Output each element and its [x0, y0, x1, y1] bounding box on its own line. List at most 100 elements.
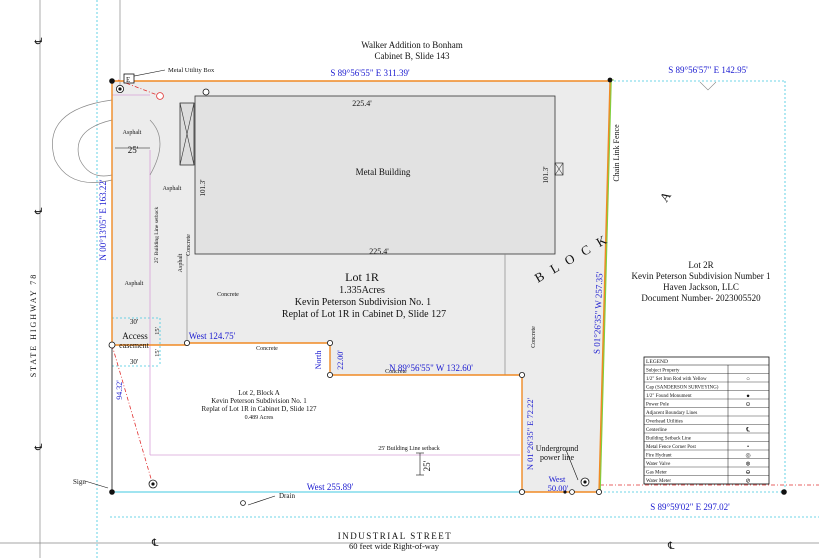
- building-right-dimension: 101.3': [542, 166, 550, 183]
- legend-item-label: Overhead Utilities: [646, 420, 683, 425]
- dim-30-a: 30': [130, 318, 138, 326]
- concrete-label-1: Concrete: [186, 234, 192, 256]
- building-setback-lines: [112, 94, 520, 456]
- legend-item-label: Subject Property: [646, 369, 680, 374]
- legend-item-label: Centerline: [646, 428, 668, 433]
- centerline-icon: ℄: [667, 541, 675, 552]
- legend-item-symbol-icon: ⊗: [745, 462, 750, 468]
- ne-boundary-bearing: S 89°56'57" E 142.95': [668, 65, 748, 75]
- north-22-label: North: [314, 351, 323, 370]
- legend-item-label: Fire Hydrant: [646, 454, 672, 459]
- lot-2-line4: 0.489 Acres: [245, 415, 274, 421]
- centerline-icon: ℄: [34, 207, 45, 215]
- dim-25-top: 25': [128, 145, 139, 155]
- building-bottom-dimension: 225.4': [369, 247, 389, 256]
- metal-utility-box-icon: [123, 73, 135, 84]
- dim-15-a: 15': [154, 327, 161, 335]
- dim-25-bottom: 25': [422, 460, 432, 471]
- utility-box-letter: E: [126, 76, 130, 84]
- underground-line1: Underground: [536, 444, 579, 453]
- lot-1r-area: 1.335Acres: [339, 285, 385, 296]
- west-124-bearing: West 124.75': [189, 331, 236, 341]
- west-boundary-bearing: N 00°13'05" E 163.22': [98, 179, 108, 260]
- chevron-mark-icon: [699, 81, 717, 91]
- n89-bearing: N 89°56'55" W 132.60': [389, 363, 473, 373]
- centerline-icon: ℄: [151, 538, 159, 549]
- set-iron-rods: [108, 339, 603, 495]
- legend-item-label: Adjacent Boundary Lines: [646, 411, 697, 416]
- legend-item-label: Metal Fence Corner Post: [646, 445, 696, 450]
- lot-2r-subdivision: Kevin Peterson Subdivision Number 1: [632, 271, 771, 281]
- access-easement-line2: easement: [119, 341, 150, 350]
- chain-link-fence-line: [599, 79, 612, 493]
- overhead-utility-lines: [111, 79, 819, 486]
- legend-item-label: 1/2" Set Iron Rod with Yellow: [646, 377, 707, 382]
- concrete-label-3: Concrete: [256, 346, 278, 352]
- west-255-bearing: West 255.89': [307, 482, 354, 492]
- lot-1r-replat: Replat of Lot 1R in Cabinet D, Slide 127: [282, 309, 446, 320]
- right-of-way-label: 60 feet wide Right-of-way: [349, 541, 440, 551]
- asphalt-label-1: Asphalt: [123, 130, 142, 136]
- sw-dimension: 94.32': [115, 380, 124, 400]
- centerline-icon: ℄: [34, 37, 45, 45]
- legend-item-label: Cap (SANDERSON SURVEYING): [646, 386, 719, 391]
- industrial-street-label: INDUSTRIAL STREET: [338, 531, 452, 541]
- lot-2-line1: Lot 2, Block A: [238, 389, 280, 397]
- legend-item-symbol-icon: •: [747, 445, 749, 451]
- metal-utility-box-label: Metal Utility Box: [168, 67, 215, 74]
- lot-2r-owner: Haven Jackson, LLC: [663, 282, 739, 292]
- legend-item-symbol-icon: ◎: [745, 453, 750, 459]
- legend-item-symbol-icon: ●: [746, 394, 750, 400]
- legend-item-symbol-icon: ○: [746, 377, 750, 383]
- legend-item-label: 1/2" Found Monument: [646, 394, 692, 399]
- found-monuments: [109, 77, 787, 495]
- legend-item-label: Water Valve: [646, 462, 671, 467]
- building-top-dimension: 225.4': [352, 99, 372, 108]
- lot-2r-document: Document Number- 2023005520: [641, 293, 761, 303]
- dim-30-b: 30': [130, 358, 138, 366]
- west-50-value: 50.00': [548, 483, 569, 493]
- building-line-setback-horizontal: 25' Building Line setback: [378, 446, 440, 452]
- legend-item-label: Water Meter: [646, 479, 671, 484]
- power-poles: [116, 85, 590, 506]
- legend: LEGEND Subject Property 1/2" Set Iron Rod…: [643, 356, 770, 485]
- centerline-icons: ℄ ℄ ℄ ℄ ℄: [34, 37, 675, 552]
- north-22-value: 22.00': [336, 350, 345, 370]
- concrete-label-4: Concrete: [385, 369, 407, 375]
- access-easement-line1: Access: [122, 331, 148, 341]
- legend-item-symbol-icon: ⊖: [745, 470, 750, 476]
- building-line-setback-vertical: 25' Building Line setback: [154, 207, 160, 264]
- lot-2r-title: Lot 2R: [688, 260, 713, 270]
- s89-bottom-bearing: S 89°59'02" E 297.02': [650, 502, 730, 512]
- sign-label: Sign: [73, 478, 86, 486]
- drain-label: Drain: [279, 492, 295, 500]
- lot-2-line2: Kevin Peterson Subdivision No. 1: [211, 397, 307, 405]
- n01-bearing: N 01°26'35" E 72.22': [525, 397, 535, 470]
- metal-building: [194, 95, 556, 255]
- asphalt-label-4: Asphalt: [178, 253, 184, 272]
- north-adjoiner-line1: Walker Addition to Bonham: [361, 40, 463, 50]
- concrete-label-5: Concrete: [531, 326, 537, 348]
- legend-item-symbol-icon: ℄: [745, 428, 750, 434]
- asphalt-label-2: Asphalt: [163, 186, 182, 192]
- legend-item-label: Gas Meter: [646, 471, 667, 476]
- state-highway-label: STATE HIGHWAY 78: [29, 273, 38, 378]
- fire-hydrant-icon: [156, 92, 164, 100]
- underground-line2: power line: [540, 453, 574, 462]
- building-left-dimension: 101.3': [199, 179, 207, 196]
- lot-1r-subdivision: Kevin Peterson Subdivision No. 1: [295, 297, 431, 308]
- legend-item-symbol-icon: ⊘: [745, 479, 750, 485]
- block-a-letter: A: [656, 188, 674, 204]
- chain-link-fence-label: Chain Link Fence: [612, 124, 621, 182]
- west-50-label: West: [549, 474, 566, 484]
- water-valve-icon: [554, 162, 564, 176]
- asphalt-label-3: Asphalt: [125, 281, 144, 287]
- concrete-label-2: Concrete: [217, 292, 239, 298]
- legend-title: LEGEND: [646, 359, 668, 365]
- lot-1r-title: Lot 1R: [345, 270, 379, 284]
- east-boundary-bearing: S 01°26'35" W 257.35': [592, 271, 605, 354]
- north-boundary-bearing: S 89°56'55" E 311.39': [330, 68, 410, 78]
- centerline-icon: ℄: [34, 443, 45, 451]
